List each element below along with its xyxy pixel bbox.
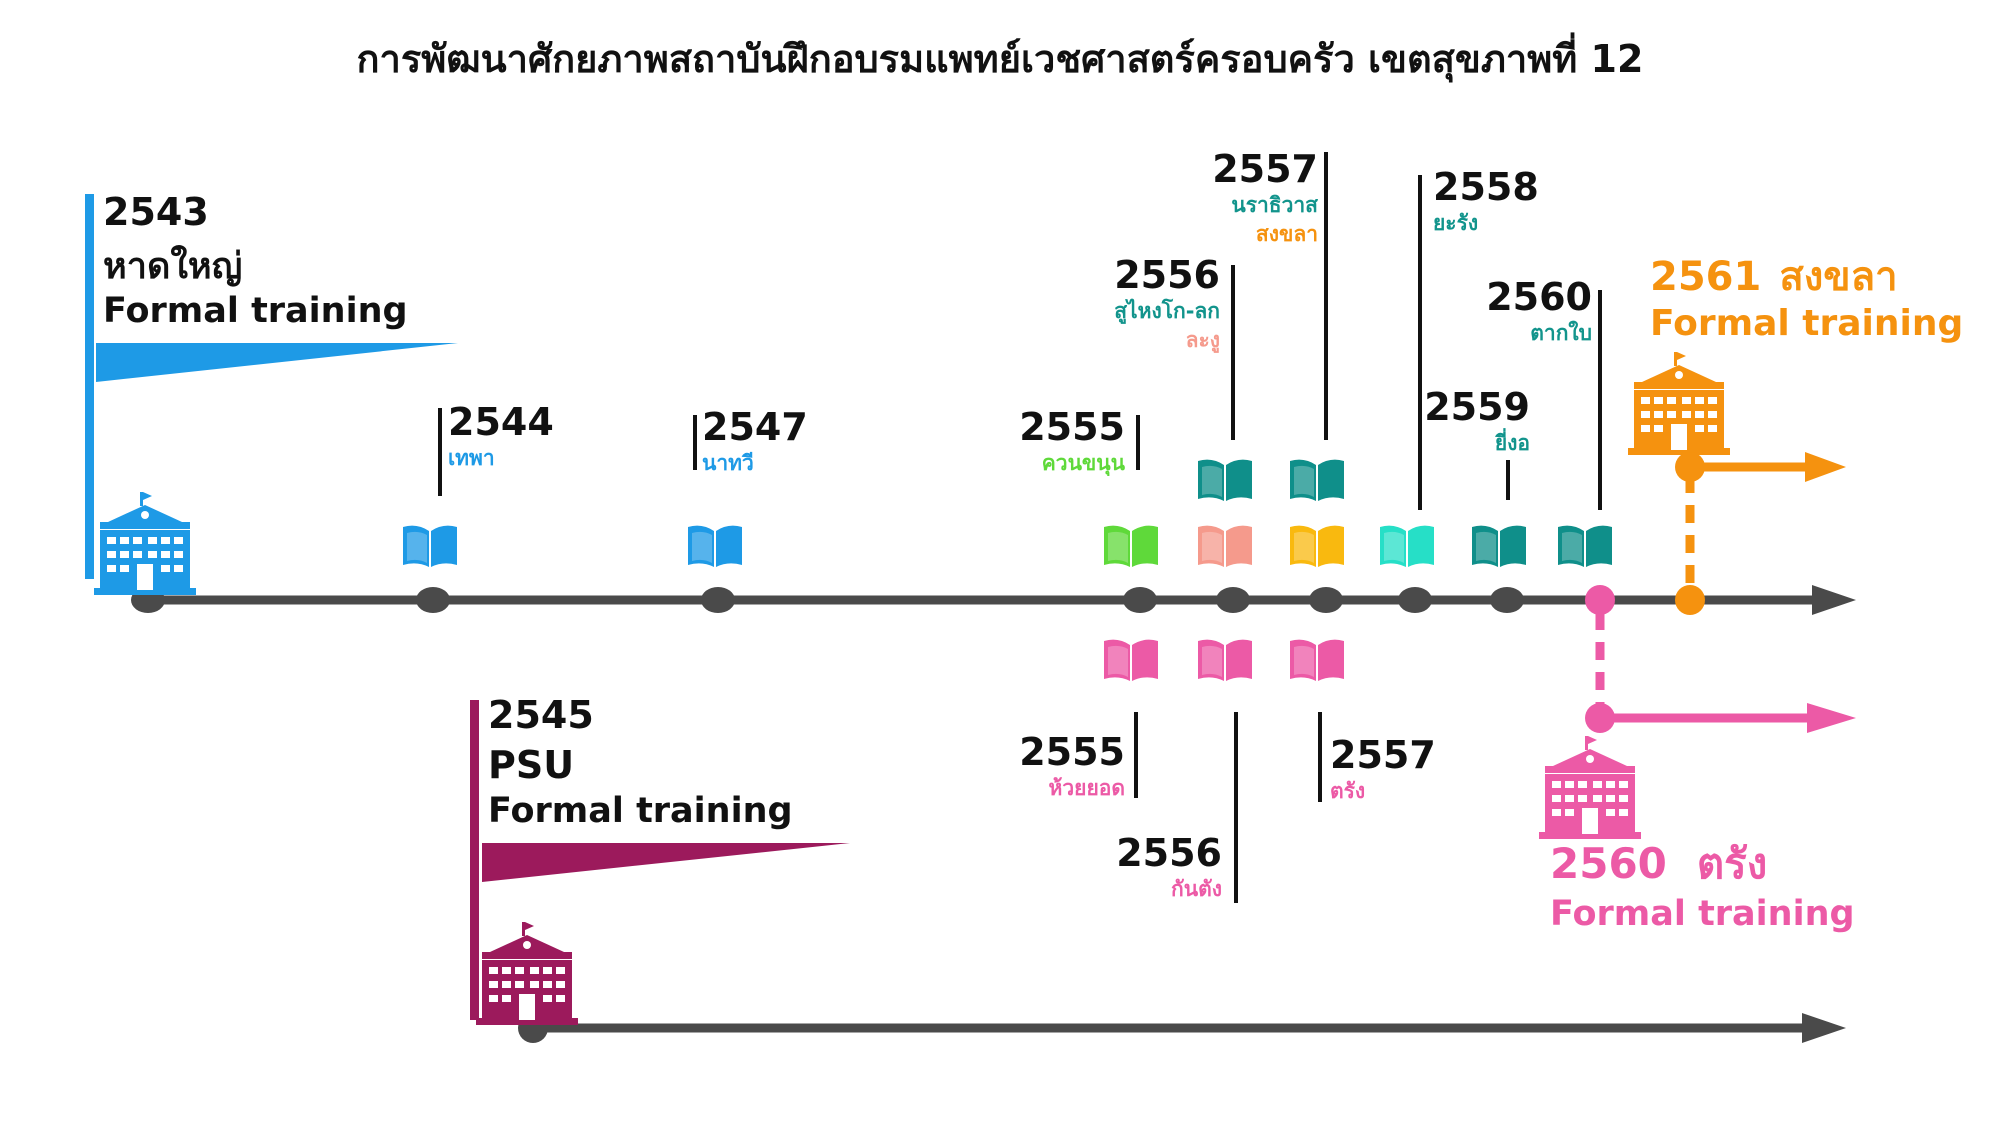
event-place: กันตัง [1171,877,1222,901]
psu-name: PSU [488,743,574,787]
trang-label: Formal training [1550,894,1855,934]
book-icon [403,525,457,567]
lower-event-labels: 2555 ห้วยยอด 2556 กันตัง 2557 ตรัง [1019,730,1436,901]
building-icon [1539,736,1641,839]
songkhla-label: Formal training [1650,303,1963,344]
event-year: 2557 [1212,147,1318,191]
node-2547 [701,587,735,613]
node-2544 [416,587,450,613]
psu-year: 2545 [488,693,594,737]
event-place: ห้วยยอด [1049,776,1126,800]
event-year: 2555 [1019,405,1125,449]
book-icon [1558,525,1612,567]
node-2557 [1309,587,1343,613]
event-year: 2555 [1019,730,1125,774]
hatyai-label: Formal training [103,291,408,331]
page-title: การพัฒนาศักยภาพสถาบันฝึกอบรมแพทย์เวชศาสต… [357,32,1644,83]
building-icon [94,492,196,595]
event-year: 2544 [448,400,554,444]
event-year: 2560 [1486,275,1592,319]
event-place: ละงู [1186,328,1220,354]
book-icon [1290,639,1344,681]
event-place: นราธิวาส [1231,193,1318,217]
institution-psu: 2545 PSU Formal training [470,693,850,1025]
institution-hatyai: 2543 หาดใหญ่ Formal training [85,190,458,595]
books [403,459,1612,681]
book-icon [1290,459,1344,501]
node-2556 [1216,587,1250,613]
event-year: 2556 [1116,831,1222,875]
book-icon [1104,525,1158,567]
building-icon [476,922,578,1025]
event-place: ยี่งอ [1494,427,1530,455]
book-icon [1198,639,1252,681]
psu-label: Formal training [488,791,793,831]
book-icon [1198,525,1252,567]
book-icon [1290,525,1344,567]
book-icon [1380,525,1434,567]
book-icon [1198,459,1252,501]
event-place: ตากใบ [1530,320,1592,345]
event-year: 2547 [702,405,808,449]
event-place: นาทวี [702,451,754,475]
event-place: ควนขนุน [1042,451,1126,477]
node-2558 [1398,587,1432,613]
hatyai-name: หาดใหญ่ [103,244,242,287]
event-year: 2557 [1330,733,1436,777]
event-place: สงขลา [1256,222,1318,246]
book-icon [1104,639,1158,681]
building-icon [1628,352,1730,455]
event-place: ตรัง [1330,779,1365,803]
event-year: 2559 [1424,385,1530,429]
event-place: เทพา [448,446,495,470]
node-2555 [1123,587,1157,613]
upper-event-labels: 2544 เทพา 2547 นาทวี 2555 ควนขนุน 2556 ส… [448,147,1592,477]
event-place: ยะรัง [1433,211,1478,235]
node-2559 [1490,587,1524,613]
book-icon [1472,525,1526,567]
psu-axis [518,1013,1846,1043]
hatyai-year: 2543 [103,190,209,234]
event-place: สูไหงโก-ลก [1114,298,1220,325]
event-year: 2558 [1433,165,1539,209]
event-year: 2556 [1114,253,1220,297]
book-icon [688,525,742,567]
event-lines [438,152,1602,903]
